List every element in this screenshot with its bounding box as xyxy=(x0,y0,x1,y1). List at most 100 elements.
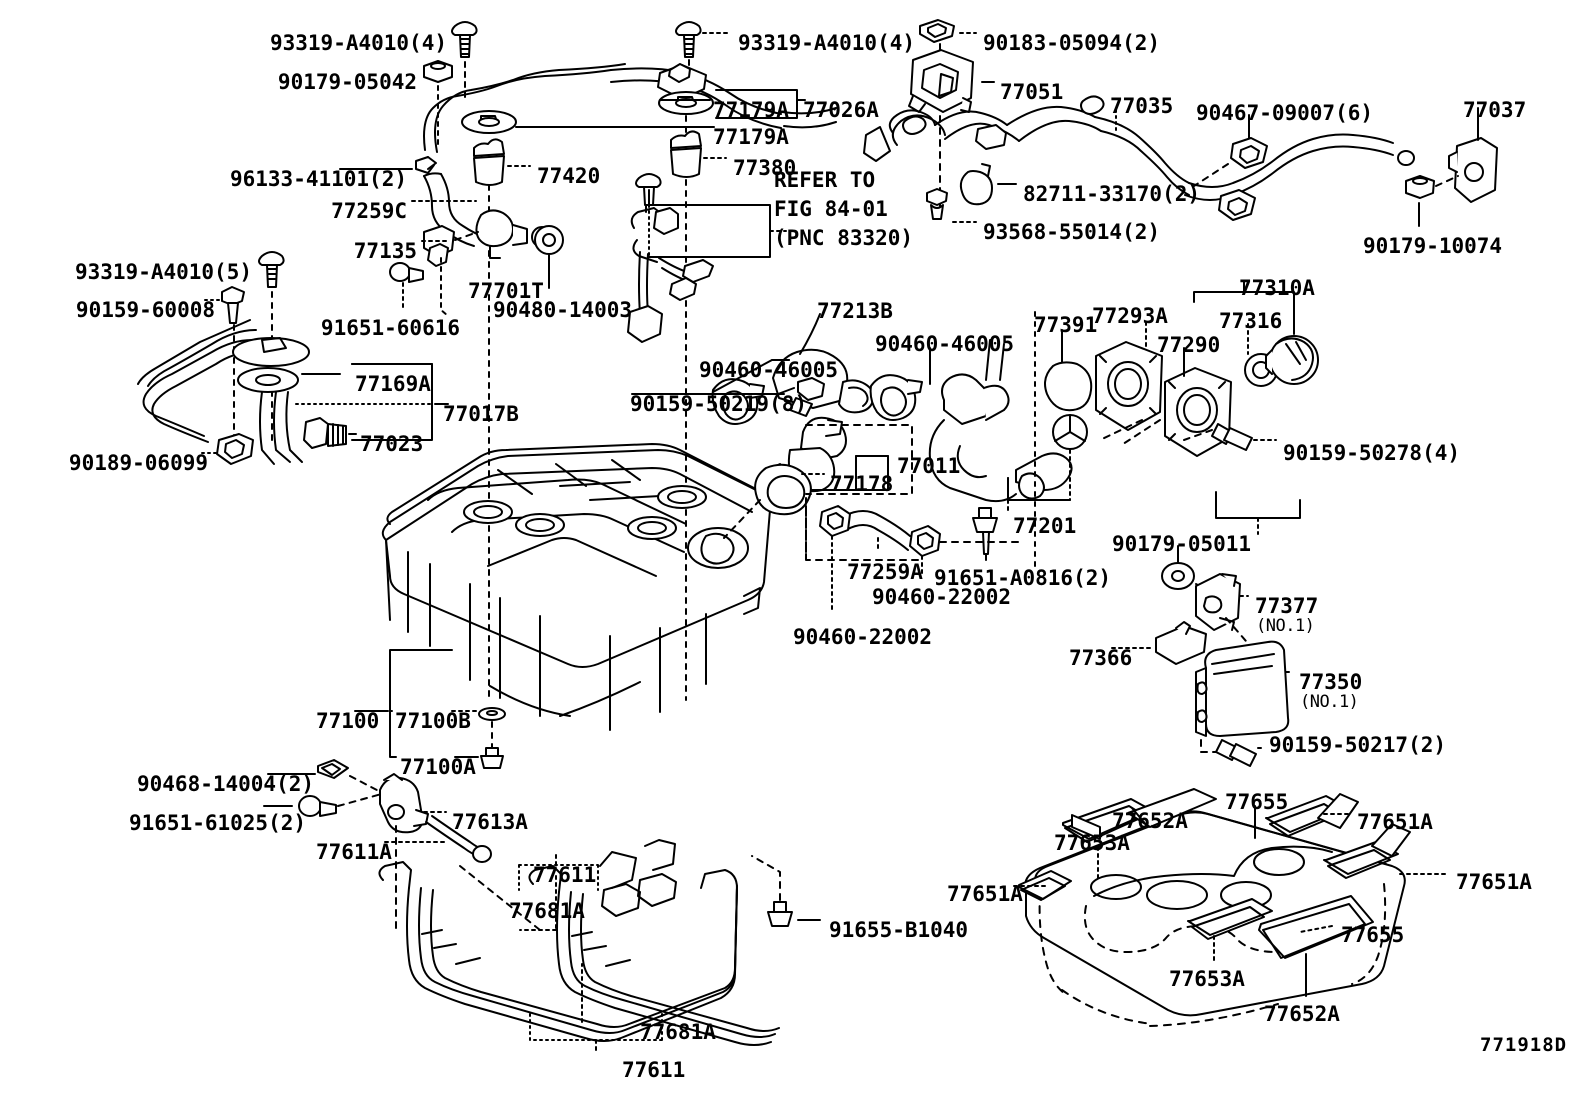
part-number-label-77290: 77290 xyxy=(1157,333,1221,357)
part-screw-90159-60008 xyxy=(221,286,245,324)
part-number-label-90460-22002: 90460-22002 xyxy=(872,585,1012,609)
part-grommet-90480-14003 xyxy=(534,225,564,255)
part-washer-77100b xyxy=(478,707,506,721)
part-clamp-90460-22002-right xyxy=(909,525,941,557)
part-number-label-77169a: 77169A xyxy=(355,372,431,396)
part-number-label-90179-05042: 90179-05042 xyxy=(277,70,417,94)
part-number-label-90460-22002: 90460-22002 xyxy=(793,625,933,649)
part-number-label-91651-60616: 91651-60616 xyxy=(320,316,460,340)
part-fuel-tank-band-77611-lower xyxy=(528,851,780,1046)
part-number-label-77037: 77037 xyxy=(1463,98,1527,122)
part-screw-90159-50219 xyxy=(789,377,825,417)
part-valve-77023 xyxy=(303,417,347,449)
part-number-label-77017b: 77017B xyxy=(443,402,519,426)
part-number-label-77651a: 77651A xyxy=(1357,810,1433,834)
part-bolt-93319-a4010-5 xyxy=(258,251,285,288)
part-number-label-90467-09007-6-: 90467-09007(6) xyxy=(1196,101,1374,125)
part-fuel-tube-77035 xyxy=(863,95,1415,201)
part-number-label-77201: 77201 xyxy=(1013,514,1077,538)
part-grommet-77179a-1 xyxy=(658,91,714,115)
part-cap-77201-ring xyxy=(1052,414,1088,450)
part-grommet-90179-05011 xyxy=(1161,562,1195,590)
part-number-label-77681a: 77681A xyxy=(509,899,585,923)
part-clip-90183-05094 xyxy=(919,19,955,43)
part-fuel-pump-module-83320 xyxy=(627,207,714,343)
part-number-label-91651-a0816-2-: 91651-A0816(2) xyxy=(934,566,1112,590)
part-valve-77420 xyxy=(473,138,505,186)
part-number-label-93568-55014-2-: 93568-55014(2) xyxy=(983,220,1161,244)
part-number-label-77652a: 77652A xyxy=(1264,1002,1340,1026)
part-nut-90179-10074 xyxy=(1405,175,1435,199)
part-clip-90467-09007 xyxy=(1230,137,1268,169)
subtitle-77350-no1: (NO.1) xyxy=(1300,692,1359,712)
part-number-label-77611: 77611 xyxy=(533,863,597,887)
part-bolt-91651-a0816 xyxy=(972,507,998,555)
part-number-label-77179a: 77179A xyxy=(713,125,789,149)
part-number-label-77391: 77391 xyxy=(1034,313,1098,337)
part-clip-90189-06099 xyxy=(216,433,254,465)
part-number-label-77380: 77380 xyxy=(733,156,797,180)
part-number-label-77100a: 77100A xyxy=(400,755,476,779)
part-clamp-82711-33170 xyxy=(959,163,993,206)
part-band-bracket-77613a xyxy=(379,773,429,834)
part-number-label-90159-50219-8-: 90159-50219(8) xyxy=(630,392,808,416)
part-number-label-90159-60008: 90159-60008 xyxy=(75,298,215,322)
part-clamp-77179a-upper xyxy=(657,63,707,100)
part-number-label-77213b: 77213B xyxy=(817,299,893,323)
part-number-label-77420: 77420 xyxy=(537,164,601,188)
part-number-label-77366: 77366 xyxy=(1069,646,1133,670)
part-number-label-77051: 77051 xyxy=(1000,80,1064,104)
part-number-label-90159-50278-4-: 90159-50278(4) xyxy=(1283,441,1461,465)
part-bolt-91655-b1040 xyxy=(767,901,793,927)
part-valve-77380 xyxy=(670,130,702,178)
part-number-label-82711-33170-2-: 82711-33170(2) xyxy=(1023,182,1201,206)
part-number-label-77100: 77100 xyxy=(316,709,380,733)
part-bolt-93319-a4010-4-right xyxy=(675,21,702,58)
part-number-label-77011: 77011 xyxy=(897,454,961,478)
part-retainer-77293a xyxy=(1095,341,1163,431)
part-filler-cap-housing-77290 xyxy=(1164,367,1232,457)
part-fuel-pipe-77017b xyxy=(137,319,310,465)
refer-note-line1: REFER TO xyxy=(774,168,876,192)
part-heat-insulator-panel xyxy=(1018,788,1411,1027)
part-number-label-90179-05011: 90179-05011 xyxy=(1112,532,1252,556)
part-number-label-77026a: 77026A xyxy=(803,98,879,122)
part-fuel-tank-band-77611-upper xyxy=(378,839,738,1042)
part-bolt-91651-60616 xyxy=(389,262,424,283)
part-clip-90468-14004 xyxy=(317,759,349,779)
part-number-label-77377: 77377 xyxy=(1255,594,1319,618)
part-number-label-77350: 77350 xyxy=(1299,670,1363,694)
part-bracket-77037 xyxy=(1448,137,1498,203)
part-number-label-90179-10074: 90179-10074 xyxy=(1363,234,1503,258)
part-band-rod-77611a xyxy=(425,815,492,863)
part-bolt-90159-50217 xyxy=(1215,739,1257,767)
refer-note-line3: (PNC 83320) xyxy=(774,226,914,250)
part-number-label-77310a: 77310A xyxy=(1239,276,1315,300)
part-number-label-77655: 77655 xyxy=(1341,923,1405,947)
part-number-label-93319-a4010-4-: 93319-A4010(4) xyxy=(738,31,916,55)
part-number-label-90189-06099: 90189-06099 xyxy=(68,451,208,475)
part-number-label-90183-05094-2-: 90183-05094(2) xyxy=(983,31,1161,55)
part-number-label-91651-61025-2-: 91651-61025(2) xyxy=(129,811,307,835)
part-number-label-77259a: 77259A xyxy=(847,560,923,584)
part-number-label-77178: 77178 xyxy=(830,472,894,496)
part-number-label-77611a: 77611A xyxy=(316,840,392,864)
refer-note-line2: FIG 84-01 xyxy=(774,197,888,221)
part-hose-77259c xyxy=(423,172,488,247)
part-bolt-93319-a4010-4-left xyxy=(451,21,478,58)
part-number-label-77653a: 77653A xyxy=(1169,967,1245,991)
part-bolt-93568-55014 xyxy=(926,188,948,220)
part-clip-96133-41101 xyxy=(415,156,437,174)
part-nut-90179-05042 xyxy=(423,60,453,83)
part-gasket-77391 xyxy=(1044,361,1093,412)
part-fuel-door-stopper-77366 xyxy=(1155,621,1207,665)
part-number-label-77651a: 77651A xyxy=(1456,870,1532,894)
part-number-label-90468-14004-2-: 90468-14004(2) xyxy=(137,772,315,796)
figure-code: 771918D xyxy=(1480,1034,1568,1056)
part-number-label-77179a: 77179A xyxy=(713,98,789,122)
part-number-label-90460-46005: 90460-46005 xyxy=(699,358,839,382)
part-number-label-91655-b1040: 91655-B1040 xyxy=(829,918,969,942)
part-number-label-77293a: 77293A xyxy=(1092,304,1168,328)
part-number-label-77652a: 77652A xyxy=(1112,809,1188,833)
part-number-label-93319-a4010-5-: 93319-A4010(5) xyxy=(74,260,252,284)
